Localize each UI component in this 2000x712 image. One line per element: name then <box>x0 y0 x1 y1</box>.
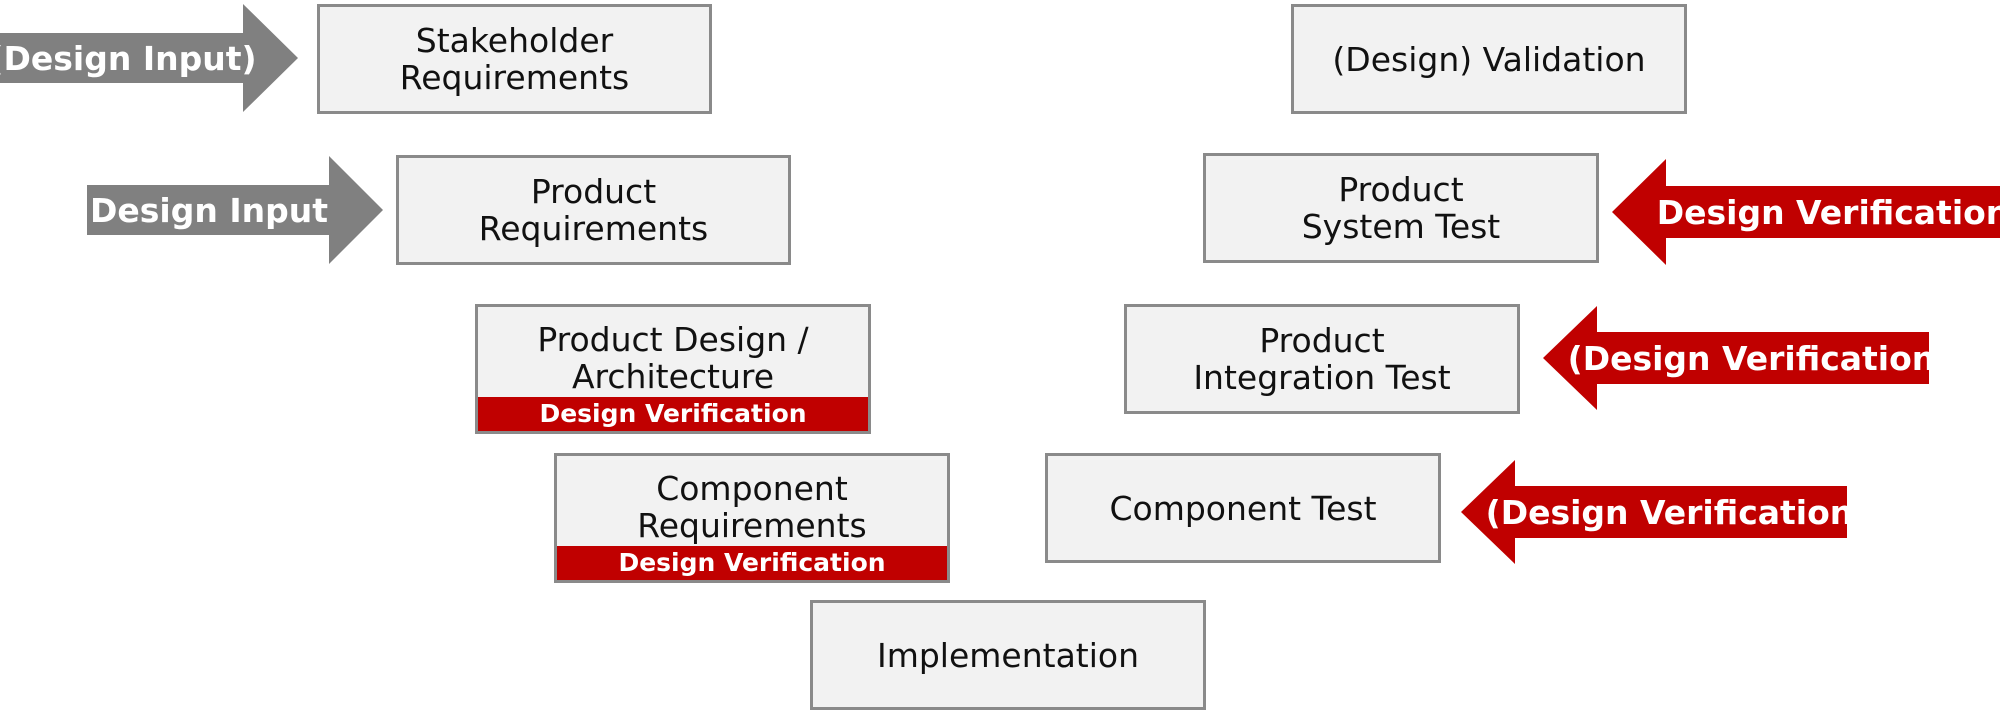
design-verification-band: Design Verification <box>557 546 947 580</box>
product-design-architecture-box: Product Design / Architecture Design Ver… <box>475 304 871 434</box>
design-validation-box: (Design) Validation <box>1291 4 1687 114</box>
product-system-test-box: Product System Test <box>1203 153 1599 263</box>
design-verification-label: Design Verification <box>1656 192 2000 232</box>
arrow-left-icon <box>1612 159 2000 265</box>
component-test-label: Component Test <box>1109 488 1377 528</box>
arrow-right-icon <box>87 156 383 264</box>
stakeholder-requirements-label: Stakeholder Requirements <box>399 21 630 97</box>
product-requirements-label: Product Requirements <box>478 172 709 248</box>
product-integration-test-box: Product Integration Test <box>1124 304 1520 414</box>
arrow-left-icon <box>1543 306 1929 410</box>
design-input-arrow-top: (Design Input) <box>0 4 298 112</box>
design-verification-paren-arrow-1: (Design Verification) <box>1543 306 1951 410</box>
component-requirements-label: Component Requirements <box>637 469 867 545</box>
component-requirements-box: Component Requirements Design Verificati… <box>554 453 950 583</box>
design-verification-paren-label-1: (Design Verification) <box>1567 338 1951 378</box>
product-integration-test-label: Product Integration Test <box>1193 321 1451 397</box>
design-validation-label: (Design) Validation <box>1332 39 1646 79</box>
arrow-left-icon <box>1461 460 1847 564</box>
design-input-label: Design Input <box>90 190 328 230</box>
design-input-arrow: Design Input <box>87 156 383 264</box>
design-verification-band: Design Verification <box>478 397 868 431</box>
design-input-paren-label: (Design Input) <box>0 38 257 78</box>
design-verification-paren-arrow-2: (Design Verification) <box>1461 460 1869 564</box>
design-verification-paren-label-2: (Design Verification) <box>1485 492 1869 532</box>
stakeholder-requirements-box: Stakeholder Requirements <box>317 4 712 114</box>
design-verification-arrow: Design Verification <box>1612 159 2000 265</box>
implementation-label: Implementation <box>876 635 1140 675</box>
component-test-box: Component Test <box>1045 453 1441 563</box>
implementation-box: Implementation <box>810 600 1206 710</box>
arrow-right-icon <box>0 4 298 112</box>
product-design-architecture-label: Product Design / Architecture <box>537 320 809 396</box>
product-system-test-label: Product System Test <box>1301 170 1501 246</box>
product-requirements-box: Product Requirements <box>396 155 791 265</box>
